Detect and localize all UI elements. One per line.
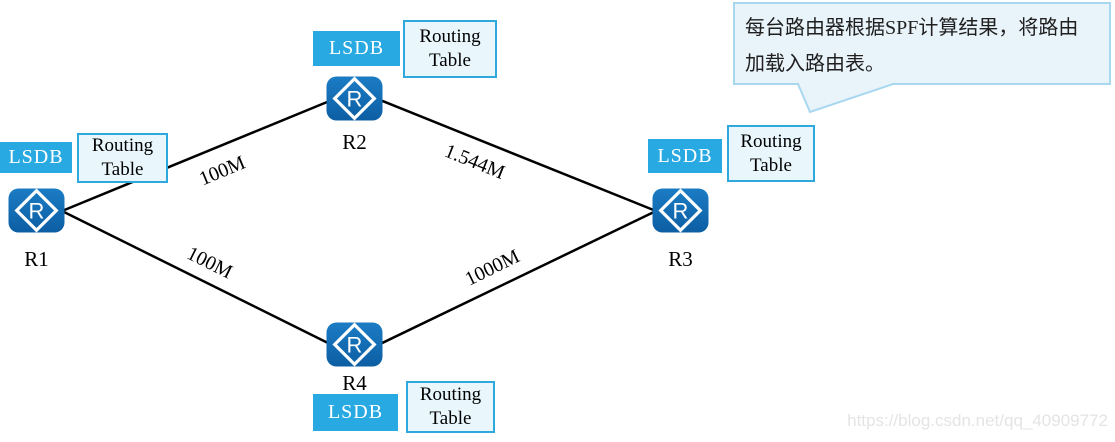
router-letter: R (673, 199, 689, 224)
routing-table-label: Routing Table (740, 130, 802, 176)
router-letter: R (347, 87, 363, 112)
callout-bubble-shape (733, 2, 1111, 114)
callout-text: 每台路由器根据SPF计算结果，将路由 加载入路由表。 (745, 10, 1105, 82)
routing-table-box-r2: Routing Table (403, 20, 497, 78)
routing-table-box-r1: Routing Table (77, 133, 168, 183)
lsdb-badge-r1: LSDB (0, 142, 72, 173)
routing-table-label: Routing Table (419, 384, 482, 429)
lsdb-badge-r3: LSDB (648, 139, 722, 173)
router-icon-r3: R (652, 188, 709, 233)
lsdb-badge-r4: LSDB (313, 394, 398, 431)
routing-table-label: Routing Table (91, 135, 154, 180)
link-r1-r4 (61, 209, 333, 347)
watermark: https://blog.csdn.net/qq_40909772 (847, 411, 1108, 430)
link-bandwidth-label-r1-r2: 100M (196, 152, 249, 191)
routing-table-box-r3: Routing Table (727, 125, 815, 182)
link-r4-r3 (377, 209, 657, 347)
link-bandwidth-label-r4-r3: 1000M (462, 245, 524, 290)
router-icon-r4: R (326, 322, 383, 367)
router-label-r2: R2 (342, 130, 367, 154)
lsdb-badge-r2: LSDB (313, 31, 400, 66)
routing-table-label: Routing Table (419, 26, 481, 71)
router-letter: R (347, 333, 363, 358)
router-label-r3: R3 (668, 247, 693, 271)
router-label-r4: R4 (342, 371, 367, 395)
router-icon-r2: R (326, 76, 383, 121)
link-r2-r3 (379, 98, 657, 213)
callout-line-2: 加载入路由表。 (745, 53, 885, 75)
router-label-r1: R1 (24, 247, 49, 271)
link-bandwidth-label-r1-r4: 100M (183, 242, 236, 283)
link-r1-r2 (61, 98, 333, 213)
routing-table-box-r4: Routing Table (406, 381, 495, 433)
callout-line-1: 每台路由器根据SPF计算结果，将路由 (745, 17, 1079, 39)
router-letter: R (29, 199, 45, 224)
router-icon-r1: R (8, 188, 65, 233)
